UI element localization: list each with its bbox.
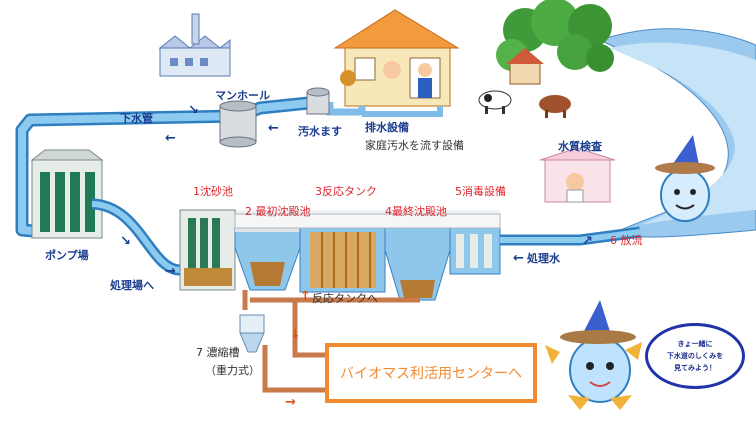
- arrow-icon: →: [285, 396, 296, 409]
- manhole-icon: [220, 101, 256, 147]
- arrow-icon: ↗: [582, 235, 593, 248]
- label-treated-water: 処理水: [527, 250, 560, 266]
- pipe-to-plant: [92, 204, 180, 270]
- label-to-reaction-tank: 反応タンクへ: [312, 290, 378, 306]
- biomass-center-link[interactable]: バイオマス利活用センターへ: [325, 343, 537, 403]
- mascot-icon: [545, 300, 642, 410]
- label-step3: 3反応タンク: [315, 183, 377, 199]
- arrow-icon: ←: [513, 252, 524, 265]
- arrow-icon: ↓: [290, 328, 301, 341]
- water-quality-lab: [540, 148, 615, 202]
- thickener-tank: [240, 315, 264, 352]
- label-drainage-desc: 家庭汚水を流す設備: [365, 137, 464, 153]
- label-step4: 4最終沈殿池: [385, 203, 447, 219]
- pump-station: [32, 150, 102, 238]
- speech-bubble-line: 見てみよう！: [674, 362, 716, 374]
- label-water-quality: 水質検査: [558, 138, 602, 154]
- label-sewage-basin: 汚水ます: [298, 123, 342, 139]
- label-thickener: 7 濃縮槽: [196, 344, 240, 360]
- arrow-icon: ↘: [120, 235, 131, 248]
- arrow-icon: ←: [268, 122, 279, 135]
- speech-bubble-line: 下水道のしくみを: [667, 350, 723, 362]
- arrow-icon: ↘: [188, 104, 199, 117]
- label-drainage-title: 排水設備: [365, 119, 409, 135]
- speech-bubble: きょー緒に 下水道のしくみを 見てみよう！: [645, 323, 745, 389]
- biomass-center-link-label: バイオマス利活用センターへ: [340, 363, 522, 383]
- label-to-plant: 処理場へ: [110, 277, 154, 293]
- factory-icon: [160, 14, 230, 76]
- label-sewer-pipe: 下水管: [120, 110, 153, 126]
- mascot-icon-small: [655, 135, 715, 221]
- label-manhole: マンホール: [215, 87, 270, 103]
- label-pump-station: ポンプ場: [45, 247, 89, 263]
- cows: [479, 91, 571, 118]
- sewage-basin-icon: [307, 88, 329, 114]
- house-drain-pipe-2: [362, 106, 440, 114]
- house-icon: [335, 10, 458, 106]
- label-step2: 2 最初沈殿池: [245, 203, 311, 219]
- treatment-plant: [180, 210, 500, 300]
- label-step1: 1沈砂池: [193, 183, 233, 199]
- label-step6: 6 放流: [610, 232, 643, 248]
- label-thickener-type: （重力式）: [205, 362, 260, 378]
- arrow-icon: ↑: [300, 290, 311, 303]
- speech-bubble-line: きょー緒に: [678, 338, 713, 350]
- label-step5: 5消毒設備: [455, 183, 506, 199]
- arrow-icon: ←: [165, 132, 176, 145]
- arrow-icon: →: [165, 265, 176, 278]
